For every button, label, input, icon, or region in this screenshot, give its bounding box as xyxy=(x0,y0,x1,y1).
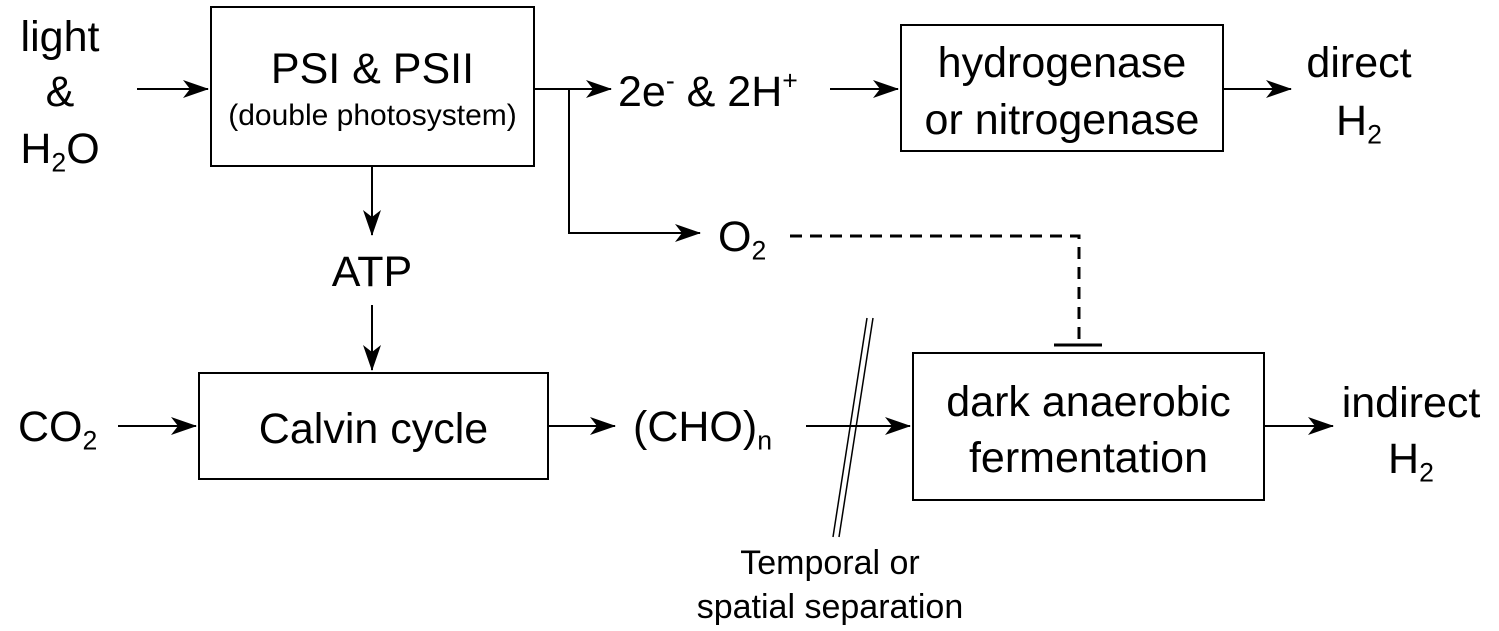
atp-label: ATP xyxy=(331,248,413,296)
light-text: light xyxy=(20,13,100,61)
dark-fermentation-line1: dark anaerobic xyxy=(946,378,1231,426)
light-label: light xyxy=(10,16,110,59)
water-label: H2O xyxy=(8,125,112,176)
cho-label: (CHO)n xyxy=(633,403,772,454)
water-subscript: 2 xyxy=(51,147,67,178)
direct-h2-label: H2 xyxy=(1294,97,1424,148)
co2-label: CO2 xyxy=(18,403,97,454)
separation-caption-line2: spatial separation xyxy=(696,588,964,626)
direct-h-text: H xyxy=(1336,97,1368,145)
indirect-label: indirect xyxy=(1341,379,1481,427)
direct-label: direct xyxy=(1306,39,1412,87)
indirect-h2-label: H2 xyxy=(1330,435,1492,486)
psi-psii-subtitle: (double photosystem) xyxy=(228,99,517,132)
electrons-text: 2e xyxy=(618,68,666,116)
o2-subscript: 2 xyxy=(751,235,767,266)
co2-text: CO xyxy=(18,403,83,451)
electrons-superscript: - xyxy=(665,65,675,96)
hydrogenase-line2: or nitrogenase xyxy=(924,96,1200,144)
cho-text: (CHO) xyxy=(633,403,758,451)
protons-text: & 2H xyxy=(674,68,783,116)
ampersand-text: & xyxy=(45,68,75,116)
o2-label: O2 xyxy=(718,213,766,264)
o2-inhibition-dashed-line xyxy=(790,234,1081,342)
water-h-text: H xyxy=(20,125,52,173)
separation-line-left xyxy=(832,317,868,538)
indirect-h2-subscript: 2 xyxy=(1419,457,1434,488)
cho-subscript: n xyxy=(757,425,773,456)
separation-caption-line1: Temporal or xyxy=(740,544,920,582)
arrow-psi-to-o2 xyxy=(568,89,701,242)
separation-line-right xyxy=(838,317,874,538)
electrons-protons-label: 2e- & 2H+ xyxy=(618,67,798,116)
direct-h2-subscript: 2 xyxy=(1367,119,1382,150)
ampersand-label: & xyxy=(10,71,110,114)
calvin-cycle-label: Calvin cycle xyxy=(258,405,489,453)
hydrogenase-line1: hydrogenase xyxy=(937,39,1187,87)
water-o-text: O xyxy=(66,125,100,173)
co2-subscript: 2 xyxy=(82,425,98,456)
o2-text: O xyxy=(718,213,752,261)
dark-fermentation-line2: fermentation xyxy=(968,434,1209,482)
psi-psii-title: PSI & PSII xyxy=(270,45,475,93)
protons-superscript: + xyxy=(782,65,798,96)
indirect-h-text: H xyxy=(1388,435,1420,483)
